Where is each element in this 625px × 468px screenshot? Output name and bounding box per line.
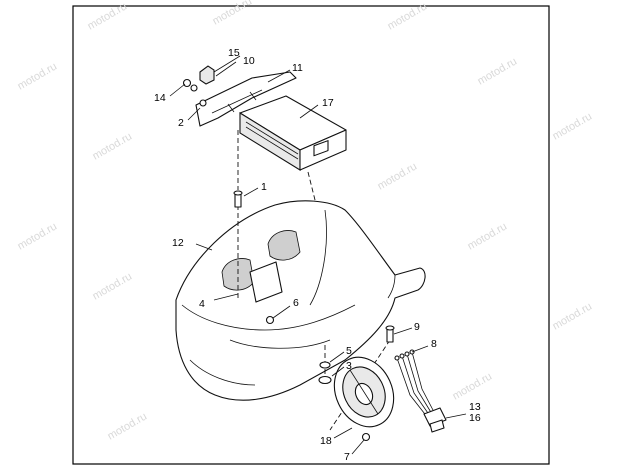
screw-1 [233, 190, 243, 208]
callout-6: 6 [293, 297, 299, 309]
washer-3 [318, 375, 332, 385]
callout-8: 8 [431, 338, 437, 350]
callout-18: 18 [320, 435, 332, 447]
watermark-text: motod.ru [551, 110, 595, 142]
washer-6 [265, 315, 275, 325]
callout-1: 1 [261, 181, 267, 193]
callout-12: 12 [172, 237, 184, 249]
callout-4: 4 [199, 298, 205, 310]
watermark-text: motod.ru [16, 220, 60, 252]
callout-17: 17 [322, 97, 334, 109]
fairing-housing [175, 200, 426, 401]
callout-16: 16 [469, 412, 481, 424]
clip-and-fasteners [182, 65, 215, 107]
nut-5 [319, 361, 331, 369]
leader-lines [169, 55, 467, 455]
electronic-module [239, 95, 347, 171]
speaker [333, 356, 395, 428]
callout-7: 7 [344, 451, 350, 463]
mounting-bracket [195, 71, 297, 127]
callout-15: 15 [228, 47, 240, 59]
callout-13: 13 [469, 401, 481, 413]
callout-10: 10 [243, 55, 255, 67]
wiring-harness [394, 349, 447, 433]
callout-3: 3 [346, 360, 352, 372]
watermark-text: motod.ru [16, 60, 60, 92]
callout-9: 9 [414, 321, 420, 333]
alignment-line [329, 339, 391, 431]
nut-7 [361, 432, 371, 442]
callout-2: 2 [178, 117, 184, 129]
callout-labels: 15 10 11 14 17 2 1 12 4 6 9 8 5 3 13 16 … [154, 47, 481, 463]
watermark-text: motod.ru [551, 300, 595, 332]
callout-11: 11 [292, 62, 303, 74]
screw-9 [385, 325, 395, 343]
callout-5: 5 [346, 345, 352, 357]
callout-14: 14 [154, 92, 166, 104]
